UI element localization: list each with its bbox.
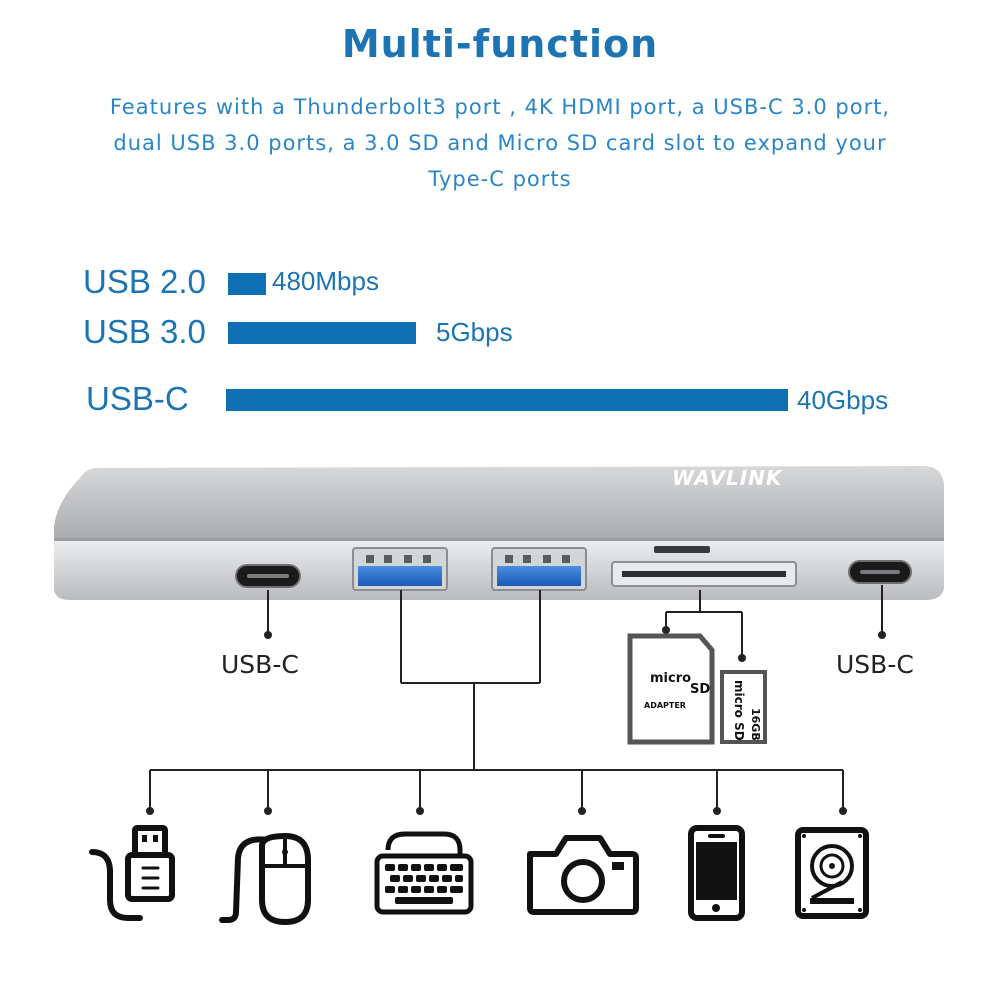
usb-c-port-right (848, 560, 912, 584)
usb-a-port-1 (352, 547, 448, 591)
usb2-label: USB 2.0 (83, 263, 206, 300)
card-slots (611, 546, 797, 587)
svg-text:SD: SD (690, 682, 710, 697)
svg-text:micro SD: micro SD (732, 680, 746, 741)
smartphone-icon (688, 825, 745, 921)
camera-icon (527, 835, 639, 915)
usb-c-right-label: USB-C (836, 650, 914, 679)
svg-text:ADAPTER: ADAPTER (644, 701, 686, 710)
card-slot-connector (662, 590, 746, 662)
usb3-bar (228, 322, 416, 344)
usb3-label: USB 3.0 (83, 313, 206, 350)
svg-text:16GB: 16GB (749, 708, 762, 741)
usb-a-connector-lines (149, 590, 844, 808)
page-title: Multi-function (341, 22, 659, 66)
usb-a-port-2 (491, 547, 587, 591)
usb-c-left-callout (264, 590, 272, 639)
usbc-label: USB-C (86, 380, 189, 417)
usb-cable-icon (89, 825, 175, 921)
usb2-speed: 480Mbps (272, 266, 379, 296)
usbc-bar (226, 389, 788, 411)
usb-c-right-callout (878, 585, 886, 639)
keyboard-icon (374, 831, 474, 915)
svg-text:micro: micro (650, 671, 691, 686)
usb-c-left-label: USB-C (221, 650, 299, 679)
description-line-3: Type-C ports (428, 167, 572, 191)
description-line-2: dual USB 3.0 ports, a 3.0 SD and Micro S… (113, 131, 887, 155)
svg-text:WAVLINK: WAVLINK (672, 466, 783, 490)
mouse-icon (219, 833, 311, 925)
micro-sd-card-icon: micro SD 16GB (720, 670, 767, 744)
sd-card-adapter-icon: micro SD ADAPTER (627, 633, 715, 745)
hard-drive-icon (795, 827, 869, 919)
wavlink-logo: WAVLINK (672, 466, 783, 490)
tree-endpoint-dots (146, 807, 847, 815)
usb2-bar (228, 273, 266, 295)
usb-c-port-left (235, 564, 301, 588)
usb3-speed: 5Gbps (436, 317, 513, 347)
description-line-1: Features with a Thunderbolt3 port , 4K H… (109, 95, 891, 119)
usbc-speed: 40Gbps (797, 385, 889, 415)
